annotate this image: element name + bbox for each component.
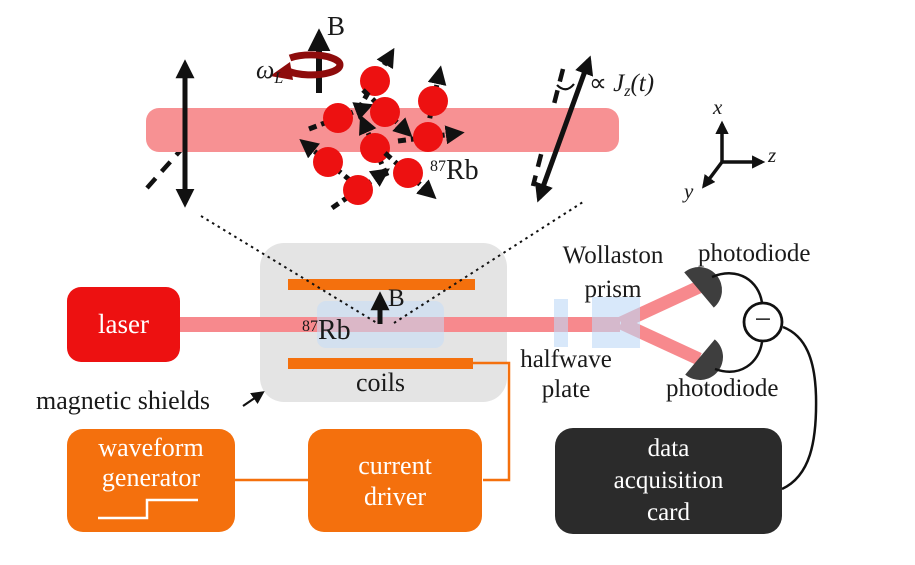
atom-circle — [360, 66, 390, 96]
laser-label: laser — [98, 309, 149, 339]
photodiode-top-label: photodiode — [698, 240, 811, 267]
b-field-label-cell: B — [388, 285, 405, 312]
axes-icon — [702, 120, 766, 189]
daq-line2: acquisition — [613, 467, 724, 494]
rb-atom — [418, 65, 448, 132]
difference-node — [742, 301, 784, 343]
coil-bottom — [288, 358, 473, 369]
atom-circle — [393, 158, 423, 188]
current-driver-box — [308, 429, 482, 532]
rb-atom — [299, 139, 353, 183]
atom-circle — [413, 122, 443, 152]
daq-line1: data — [647, 435, 690, 462]
daq-card-box — [555, 428, 782, 534]
rb-atom — [383, 151, 437, 200]
photodiode-bottom-label: photodiode — [666, 375, 779, 402]
wire-photodiode-bottom — [714, 341, 764, 373]
shields-pointer-arrow-icon — [242, 391, 265, 407]
laser-box — [67, 287, 180, 362]
atom-circle — [418, 86, 448, 116]
atom-circle — [343, 175, 373, 205]
halfwave-plate-shape — [554, 299, 568, 347]
rb-atom-cloud — [299, 47, 465, 211]
coil-driver-wire — [473, 361, 511, 482]
b-field-label-top: B — [327, 11, 346, 41]
waveform-line2: generator — [101, 463, 201, 492]
rb-atom — [359, 114, 390, 178]
atom-circle — [360, 133, 390, 163]
larmor-rotation-icon — [286, 51, 344, 79]
wollaston-line2: prism — [584, 276, 642, 303]
halfwave-line1: halfwave — [520, 346, 612, 373]
rb-symbol: Rb — [446, 155, 479, 186]
rb-atom — [397, 122, 465, 152]
step-waveform-icon — [98, 498, 198, 520]
wollaston-prism-label: Wollaston prism — [543, 239, 683, 307]
photodiode-bottom-shape — [685, 339, 723, 380]
magnetic-shields-label: magnetic shields — [36, 386, 211, 415]
axis-label-x: x — [713, 95, 723, 119]
waveform-generator-label: waveform generator — [67, 433, 235, 493]
polarization-tilted-icon — [534, 55, 594, 203]
rb-atom — [355, 47, 395, 112]
rb-atom — [330, 168, 390, 211]
daq-line3: card — [646, 499, 691, 526]
omega-symbol: ω — [256, 55, 275, 84]
wire-difference-daq — [781, 325, 818, 491]
larmor-arrowhead-icon — [270, 62, 293, 80]
current-line2: driver — [363, 481, 427, 511]
current-line1: current — [358, 450, 432, 480]
rb-atom — [361, 88, 413, 138]
rb-vapor-cell — [317, 301, 444, 348]
rb87-label-top: 87Rb — [430, 155, 479, 187]
daq-card-label: data acquisition card — [555, 428, 782, 534]
halfwave-plate-label: halfwave plate — [496, 345, 636, 405]
larmor-frequency-label: ωL — [256, 55, 284, 88]
zoom-dotted-line-left — [200, 215, 378, 324]
proportional-symbol: ∝ — [589, 70, 614, 97]
difference-symbol: − — [754, 303, 772, 336]
atom-circle — [313, 147, 343, 177]
j-subscript: z — [624, 83, 631, 100]
omega-subscript: L — [274, 70, 284, 87]
rb87-label-cell: 87Rb — [302, 315, 351, 347]
coils-label: coils — [355, 368, 406, 397]
axis-label-y: y — [684, 179, 694, 203]
rb-symbol: Rb — [318, 315, 351, 346]
wollaston-line1: Wollaston — [562, 242, 664, 269]
wire-photodiode-top — [711, 272, 764, 304]
atom-circle — [370, 97, 400, 127]
current-driver-label: current driver — [308, 429, 482, 532]
atom-circle — [323, 103, 353, 133]
time-argument: (t) — [630, 70, 655, 97]
rotation-angle-arc — [556, 83, 575, 91]
waveform-line1: waveform — [98, 433, 204, 462]
isotope-superscript: 87 — [302, 318, 318, 335]
isotope-superscript: 87 — [430, 158, 446, 175]
waveform-generator-box — [67, 429, 235, 532]
axis-label-z: z — [768, 143, 777, 167]
rb-atom — [308, 102, 374, 133]
halfwave-line2: plate — [541, 376, 591, 403]
zoom-dotted-line-right — [393, 201, 584, 324]
wollaston-prism-shape — [592, 297, 640, 348]
coil-top — [288, 279, 475, 290]
j-symbol: J — [613, 70, 625, 97]
jz-label: ∝ Jz(t) — [589, 70, 654, 101]
zoomed-laser-beam — [146, 108, 619, 152]
